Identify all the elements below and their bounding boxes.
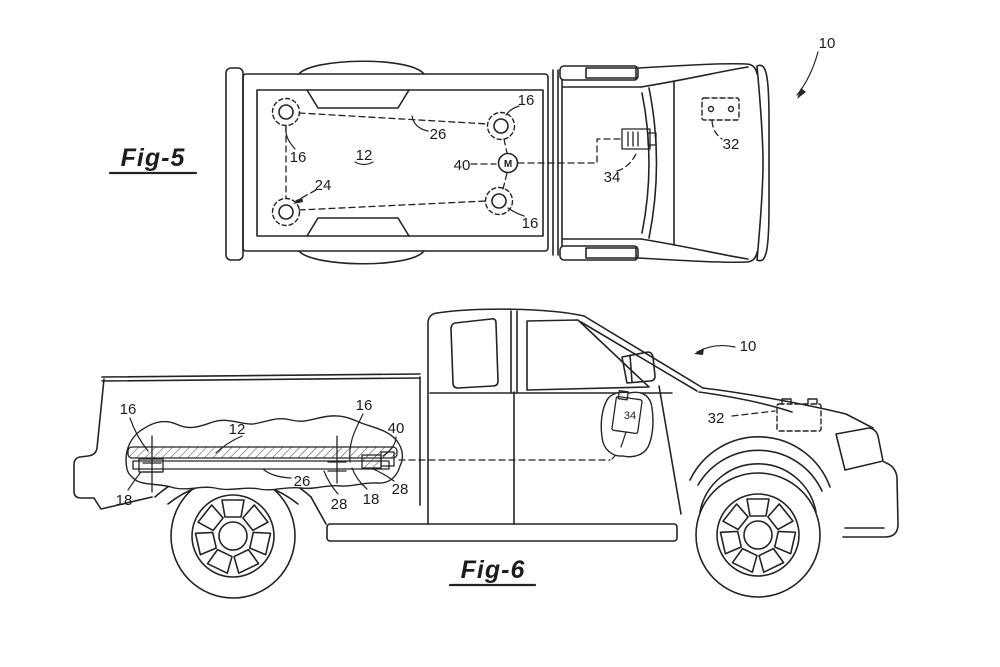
fig6-actuator <box>361 454 382 469</box>
fig6-b-pillar <box>510 310 518 525</box>
fig6-fob <box>611 390 643 435</box>
fig6-bed-rail <box>101 373 421 382</box>
fig5-top-view <box>108 51 819 265</box>
fig6-front-arch <box>689 436 831 513</box>
fig5-arrowhead-24 <box>293 197 303 204</box>
fig5-arrowhead-10 <box>797 88 806 99</box>
fig5-corner-spools <box>271 97 516 227</box>
fig6-hood <box>702 387 874 429</box>
fig6-cab-rear <box>427 312 438 525</box>
fig5-ref-16-left: 16 <box>290 149 307 166</box>
fig5-leaders <box>285 51 819 217</box>
fig5-ref-16-top-right: 16 <box>518 92 535 109</box>
fig6-mirror <box>621 351 656 384</box>
fig6-rear-wheel <box>170 473 296 599</box>
fig6-roof <box>436 308 585 317</box>
fig5-caption: Fig-5 <box>121 144 186 172</box>
fig6-side-view <box>73 308 899 599</box>
fig6-ref-16-left: 16 <box>120 401 137 418</box>
fig5-ref-10: 10 <box>819 35 836 52</box>
fig6-ref-12: 12 <box>229 421 246 438</box>
fig5-body-edge-bottom <box>637 251 758 264</box>
fig5-ref-24: 24 <box>315 177 332 194</box>
fig6-rail <box>132 460 390 470</box>
fig6-a-pillar <box>580 315 704 392</box>
fig6-ref-32: 32 <box>708 410 725 427</box>
fig6-post-right <box>327 435 347 484</box>
fig5-wheelwell-top <box>306 89 410 109</box>
fig5-hood-crease-top <box>640 66 749 88</box>
fig6-cover-mechanism <box>127 435 398 493</box>
fig6-ref-26: 26 <box>294 473 311 490</box>
fig5-ref-12: 12 <box>356 147 373 164</box>
fig6-tailgate-bumper <box>73 378 153 510</box>
fig6-ref-28-right: 28 <box>392 481 409 498</box>
fig5-tire-bulge-bottom <box>298 250 425 265</box>
fig5-battery <box>701 97 740 121</box>
fig6-rear-window <box>450 318 499 389</box>
fig6-ref-28-mid: 28 <box>331 496 348 513</box>
fig6-ref-10: 10 <box>740 338 757 355</box>
fig6-battery <box>776 398 822 432</box>
fig5-tailgate <box>225 67 244 261</box>
fig5-mirror-top <box>559 65 639 81</box>
fig6-front-wheel <box>695 472 821 598</box>
fig5-control-module <box>621 128 657 150</box>
fig6-ref-40: 40 <box>388 420 405 437</box>
fig6-fob-outline <box>600 391 654 458</box>
fig5-ref-16-bottom-right: 16 <box>522 215 539 232</box>
fig6-ref-16-right: 16 <box>356 397 373 414</box>
fig6-leaders <box>127 345 736 495</box>
fig5-motor <box>497 152 519 174</box>
fig6-arrowhead-10 <box>694 348 704 355</box>
fig5-windshield <box>641 87 658 239</box>
fig5-wheelwell-bottom <box>306 217 410 237</box>
fig6-post-left <box>142 435 162 493</box>
fig6-running-board <box>326 523 678 542</box>
fig5-tire-bulge-top <box>298 60 425 75</box>
fig6-headlight <box>835 427 884 471</box>
fig6-caption: Fig-6 <box>461 556 526 584</box>
fig6-ref-18-right: 18 <box>363 491 380 508</box>
fig5-ref-32: 32 <box>723 136 740 153</box>
fig5-hood-crease-bottom <box>640 238 749 260</box>
fig6-link-dashed <box>398 410 776 461</box>
fig5-ref-26: 26 <box>430 126 447 143</box>
fig6-ref-18-left: 18 <box>116 492 133 509</box>
fig5-mirror-bottom <box>559 245 639 261</box>
fig5-front-bumper <box>756 64 770 262</box>
fig5-cables <box>285 112 723 211</box>
fig5-ref-40: 40 <box>454 157 471 174</box>
fig5-labels: Fig-5 10 16 26 12 16 24 40 M 16 34 32 <box>121 35 836 232</box>
fig5-ref-motor-m: M <box>504 159 512 170</box>
fig6-cover-panel <box>127 446 398 459</box>
fig5-body-edge-top <box>637 62 758 75</box>
fig6-labels: Fig-6 10 16 12 16 40 18 26 28 18 28 34 3… <box>116 338 757 584</box>
fig6-door-window <box>526 319 650 391</box>
fig6-ref-34: 34 <box>624 410 636 422</box>
fig6-front-bumper <box>842 461 899 538</box>
fig5-ref-34: 34 <box>604 169 621 186</box>
